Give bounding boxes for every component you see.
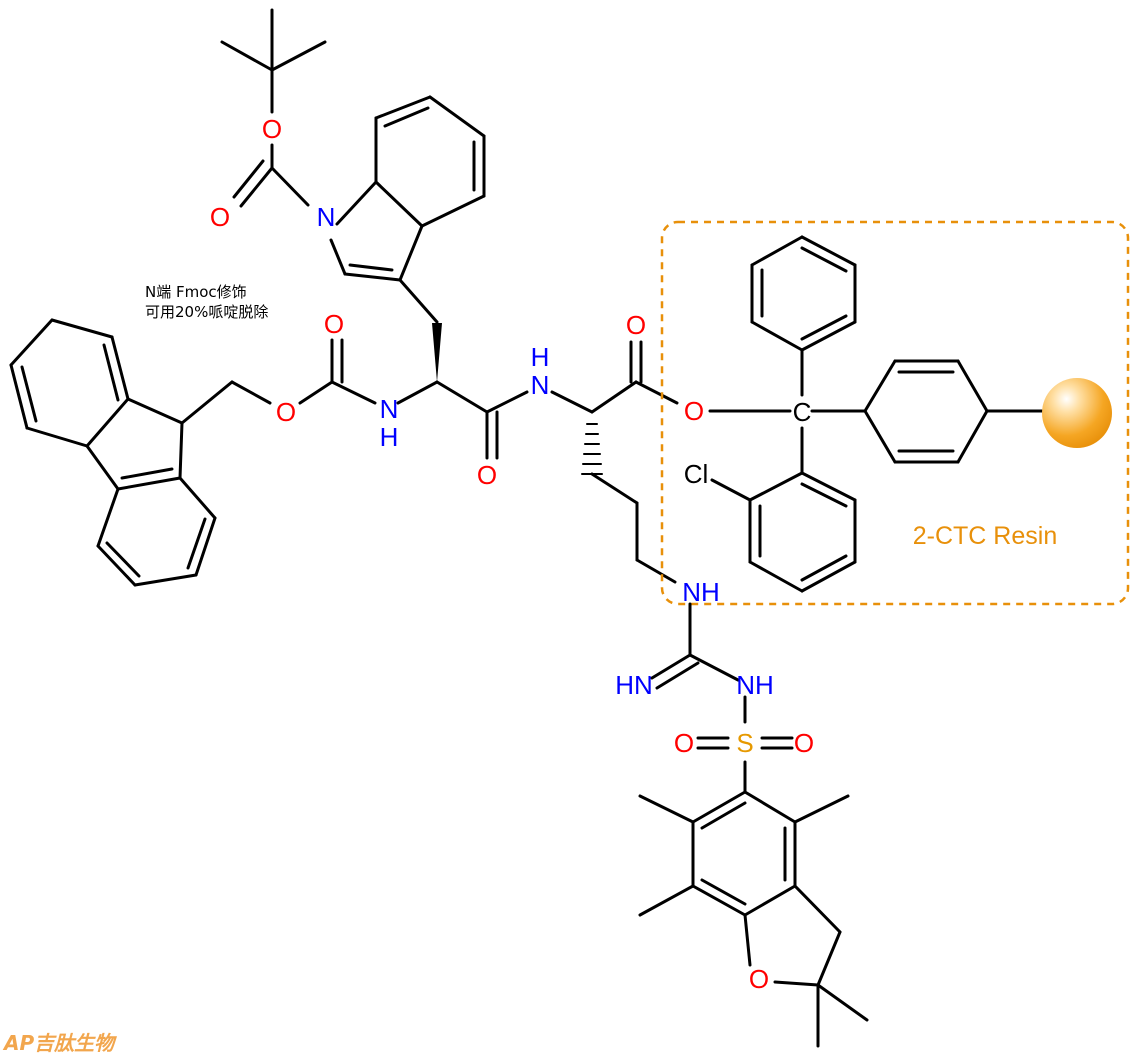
guanidine-nh-2: NH (736, 670, 774, 700)
fmoc-carbonyl-oxygen: O (324, 309, 344, 339)
trityl-group (710, 235, 1044, 593)
boc-group (220, 8, 327, 208)
indole-ring (329, 95, 486, 324)
sulfonyl-oxygen-right: O (794, 728, 814, 758)
arg-ester-oxygen: O (684, 396, 704, 426)
arg-carbonyl-oxygen: O (626, 310, 646, 340)
boc-carbonyl-oxygen: O (210, 202, 230, 232)
sulfonyl-oxygen-left: O (674, 728, 694, 758)
fmoc-group (9, 318, 377, 587)
arg-amide-hydrogen: H (531, 342, 550, 372)
resin-label: 2-CTC Resin (913, 522, 1057, 550)
trp-amide-nitrogen: N (380, 394, 399, 424)
indole-nitrogen: N (317, 202, 336, 232)
guanidine-pbf (638, 602, 869, 1048)
arg-amide-nitrogen: N (531, 370, 550, 400)
fmoc-ester-oxygen: O (276, 397, 296, 427)
chlorine-atom: Cl (684, 459, 709, 489)
amide-carbonyl-oxygen: O (477, 460, 497, 490)
annotation-line-2: 可用20%哌啶脱除 (145, 303, 268, 321)
trp-amide-hydrogen: H (380, 422, 399, 452)
guanidine-nh-1: NH (682, 577, 720, 607)
annotation-line-1: N端 Fmoc修饰 (145, 283, 247, 301)
boc-ester-oxygen: O (262, 114, 282, 144)
furan-oxygen: O (749, 964, 769, 994)
arg-backbone (550, 340, 792, 584)
guanidine-imine-hn: HN (615, 670, 653, 700)
sulfonyl-sulfur: S (736, 728, 753, 758)
watermark-logo: AP吉肽生物 (2, 1031, 117, 1055)
trp-backbone (396, 323, 529, 460)
trityl-carbon: C (793, 397, 812, 427)
resin-bead (1042, 378, 1112, 448)
